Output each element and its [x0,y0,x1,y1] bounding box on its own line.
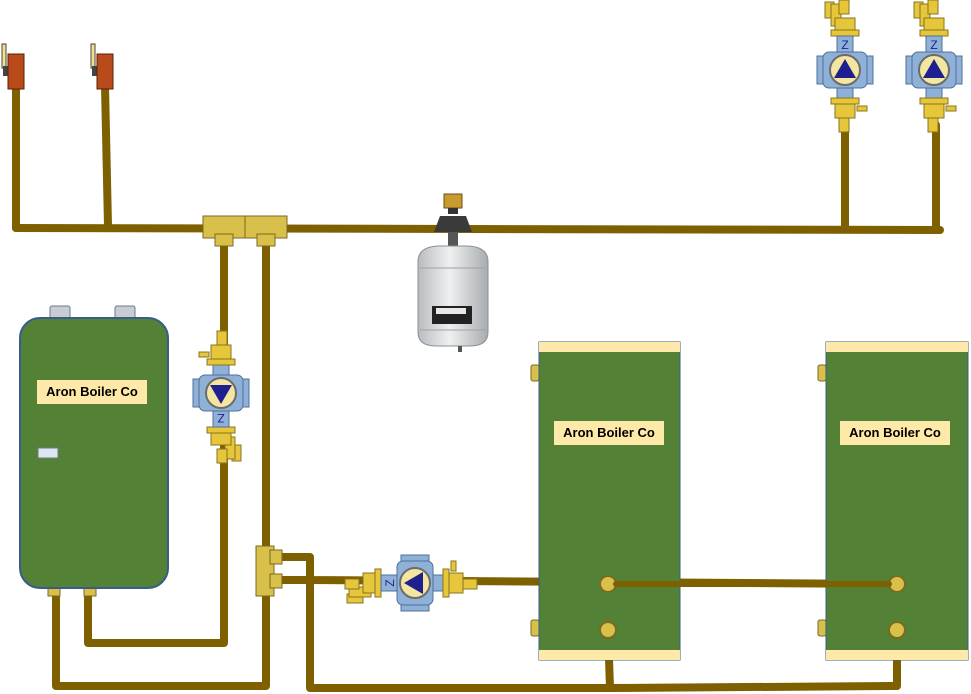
boiler-label: Aron Boiler Co [840,421,950,445]
expansion-tank-icon [417,193,489,352]
indirect-tank-1 [530,341,681,661]
indirect-tank-2 [817,341,969,661]
circulator-pump-icon[interactable] [344,554,478,612]
boiler-drain-icon[interactable] [90,43,114,90]
boiler-drain-icon[interactable] [1,43,25,90]
main-supply-header [12,224,944,234]
circulator-pump-icon[interactable] [192,330,250,464]
tee-fitting-icon [255,545,283,597]
circulator-pump-icon[interactable] [816,0,874,133]
boiler-label: Aron Boiler Co [37,380,147,404]
boiler-label: Aron Boiler Co [554,421,664,445]
tee-fitting-icon [202,215,246,247]
drop-second-spigot [101,82,112,230]
primary-right-leg [52,236,270,690]
indirect-loop-lower [270,576,901,692]
circulator-pump-icon[interactable] [905,0,963,133]
tee-fitting-icon [244,215,288,247]
boiler-unit-left [19,305,169,597]
